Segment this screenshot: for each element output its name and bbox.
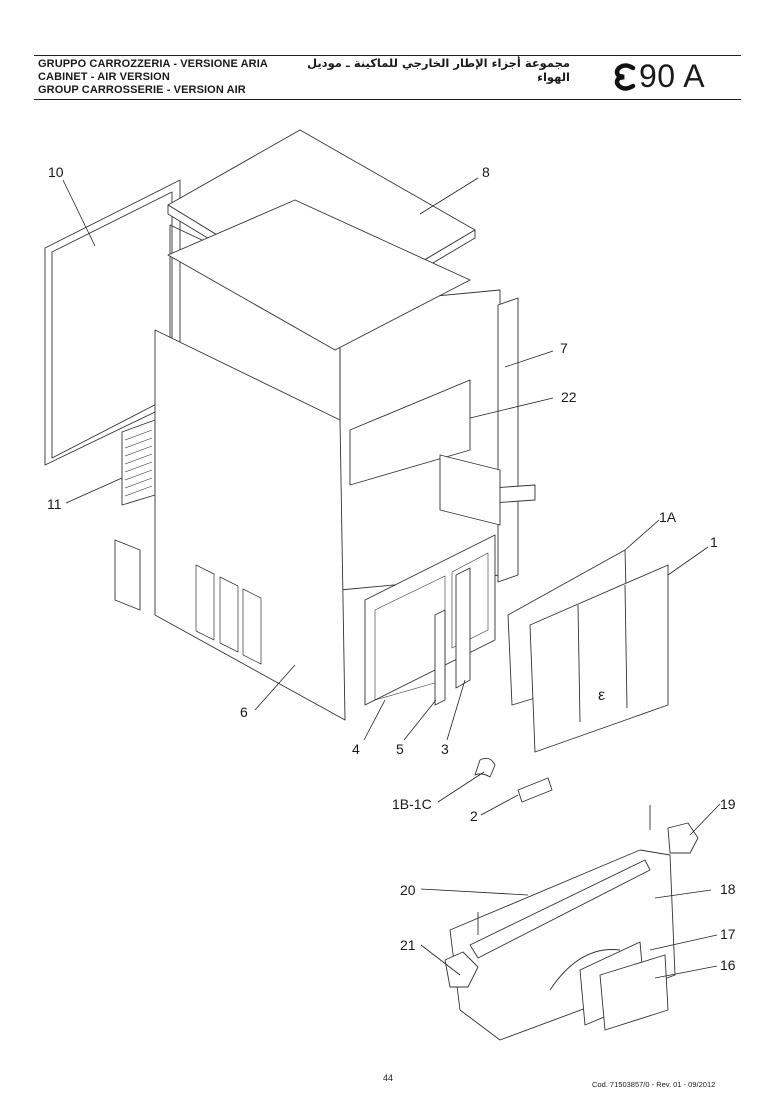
title-italian: GRUPPO CARROZZERIA - VERSIONE ARIA [38,58,268,70]
side-panel [114,329,346,721]
hinge-cap-right [667,822,699,854]
callout-16: 16 [720,957,736,973]
title-english: CABINET - AIR VERSION [38,71,170,83]
bracket-left [434,609,446,706]
leader-lines [62,177,721,979]
title-arabic: مجموعة أجزاء الإطار الخارجي للماكينة ـ م… [307,56,570,84]
hinge-part [474,757,496,778]
model-number: 90 A [639,58,706,94]
header-top-rule [34,55,741,56]
exploded-view-drawing: ε [44,129,721,1041]
callout-4: 4 [352,741,360,757]
screw [477,805,651,935]
callout-17: 17 [720,926,736,942]
side-grille [121,419,156,506]
document-code: Cod. 71503857/0 - Rev. 01 - 09/2012 [592,1080,716,1089]
title-french: GROUP CARROSSERIE - VERSION AIR [38,84,246,96]
callout-3: 3 [441,741,449,757]
top-lid-inner [167,199,471,351]
callout-21: 21 [400,937,416,953]
hinge-cap-left [444,951,479,988]
corner-post [491,297,536,583]
callout-18: 18 [720,881,736,897]
callout-11: 11 [47,496,62,512]
header-bottom-rule [34,99,741,100]
callout-1: 1 [710,534,718,550]
callout-7: 7 [560,340,568,356]
bin-plate [599,954,669,1031]
callout-1b-1c: 1B-1C [392,796,432,812]
svg-text:ε: ε [598,687,605,704]
callout-1a: 1A [659,509,677,525]
callout-19: 19 [720,796,736,812]
rear-grille [439,454,501,526]
callout-22: 22 [561,389,577,405]
model-label: 90 A [614,58,705,95]
callout-8: 8 [482,164,490,180]
front-door: ε [529,564,669,753]
page-number: 44 [383,1073,394,1083]
bracket-right [455,567,471,689]
front-grille [364,534,496,706]
brand-e-logo-icon [614,62,636,91]
callout-6: 6 [240,704,248,720]
callout-5: 5 [396,741,404,757]
callout-10: 10 [48,164,64,180]
callout-2: 2 [470,808,478,824]
hinge-block [517,777,553,803]
callout-20: 20 [400,882,416,898]
